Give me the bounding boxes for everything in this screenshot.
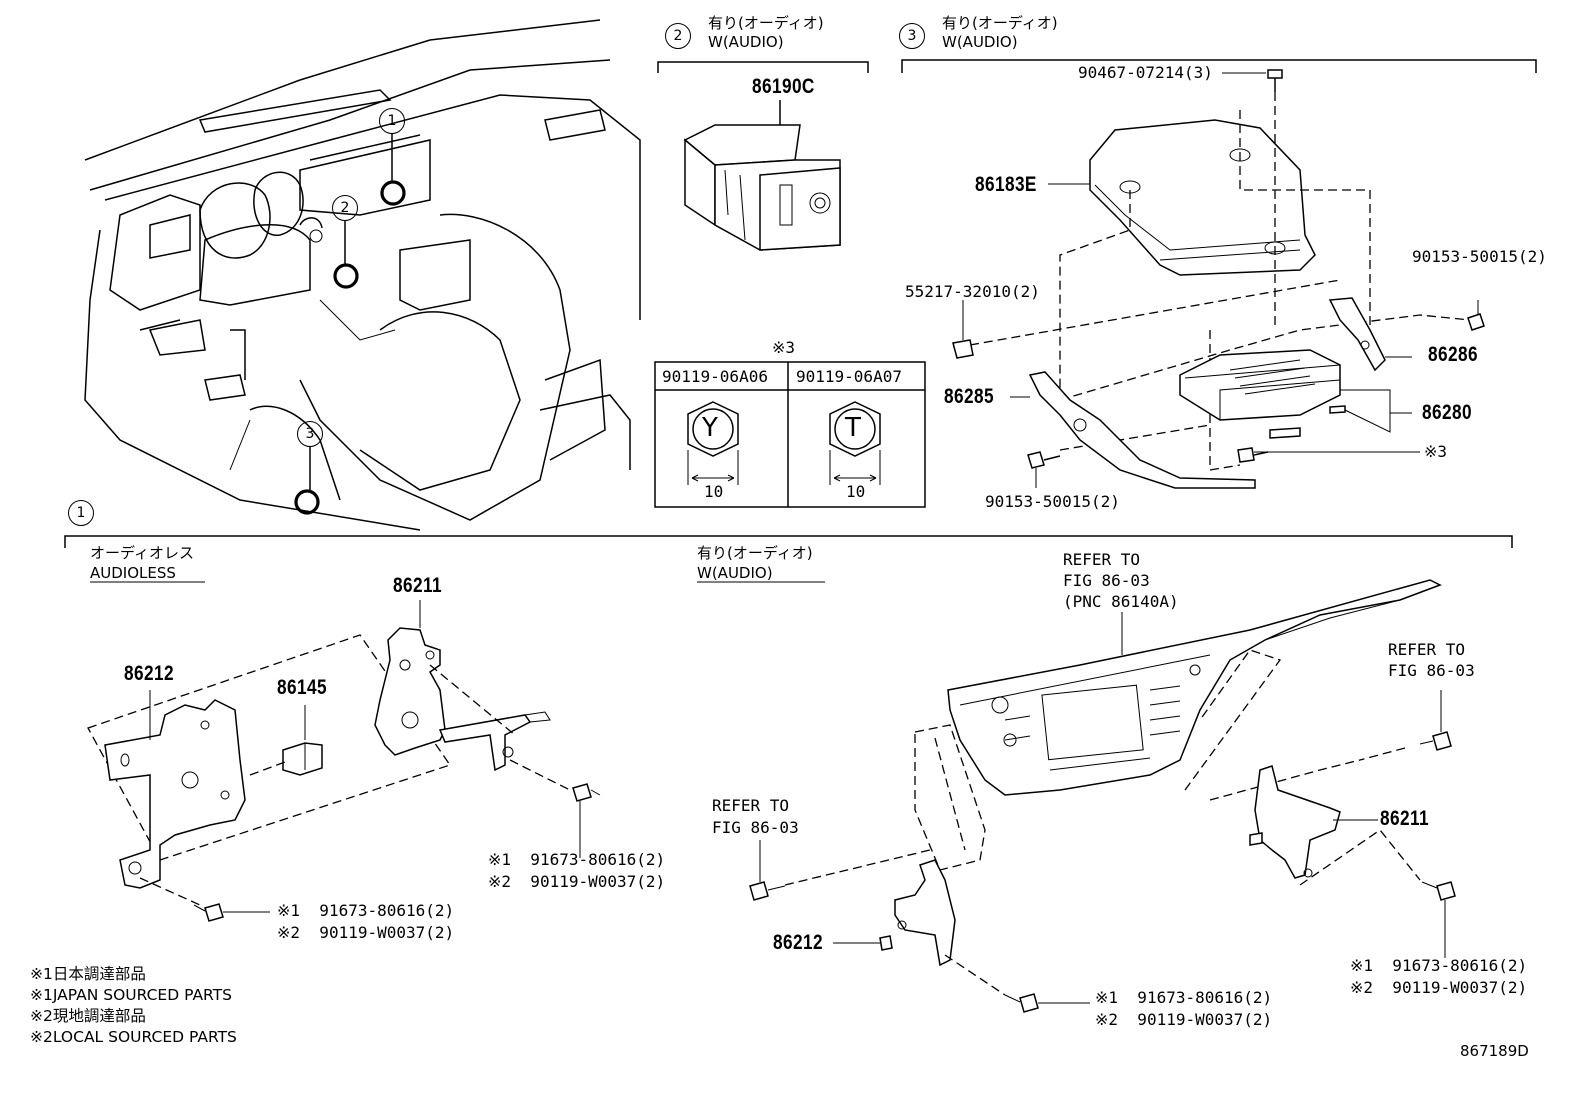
legend-line-1: ※1日本調達部品 — [30, 965, 146, 983]
table-note-label: ※3 — [772, 338, 796, 357]
part-86183E-label: 86183E — [975, 173, 1037, 196]
fastener-note-d1: ※1 91673-80616(2) — [1350, 956, 1528, 975]
audio-title-jp: 有り(オーディオ) — [697, 544, 813, 562]
refer-left-line1: REFER TO — [712, 796, 790, 815]
section-2-title-en: W(AUDIO) — [708, 33, 784, 51]
part-86285-label: 86285 — [944, 385, 994, 408]
fastener-note-d2: ※2 90119-W0037(2) — [1350, 978, 1528, 997]
audio-title-en: W(AUDIO) — [697, 564, 773, 582]
usb-switch-86190C-drawing — [683, 124, 841, 251]
fastener-table-drawing — [654, 361, 926, 508]
refer-left-line2: FIG 86-03 — [712, 818, 799, 837]
audioless-bracket-drawing — [87, 600, 601, 922]
part-90153-50015-right-label: 90153-50015(2) — [1412, 247, 1547, 266]
section-2-title-jp: 有り(オーディオ) — [708, 14, 824, 32]
amplifier-assembly-drawing — [952, 69, 1485, 489]
fastener-note-a1: ※1 91673-80616(2) — [488, 850, 666, 869]
legend-line-2: ※1JAPAN SOURCED PARTS — [30, 986, 232, 1004]
fastener-note-a2: ※2 90119-W0037(2) — [488, 872, 666, 891]
audioless-title-en: AUDIOLESS — [90, 564, 176, 582]
table-col2-code: 90119-06A07 — [796, 367, 902, 386]
fastener-note-b2: ※2 90119-W0037(2) — [277, 923, 455, 942]
table-col2-size: 10 — [846, 482, 866, 501]
fastener-note-c2: ※2 90119-W0037(2) — [1095, 1010, 1273, 1029]
refer-panel-line2: FIG 86-03 — [1063, 571, 1150, 590]
figure-id: 867189D — [1460, 1042, 1529, 1060]
part-86211-audioless-label: 86211 — [393, 574, 442, 597]
part-86286-label: 86286 — [1428, 343, 1478, 366]
part-86280-label: 86280 — [1422, 401, 1472, 424]
part-86211-audio-label: 86211 — [1380, 807, 1429, 830]
part-90467-07214-label: 90467-07214(3) — [1078, 63, 1213, 82]
part-90153-50015-left-label: 90153-50015(2) — [985, 492, 1120, 511]
legend-line-4: ※2LOCAL SOURCED PARTS — [30, 1028, 237, 1046]
front-panel-drawing — [749, 579, 1456, 1013]
callout-3: 3 — [297, 421, 323, 447]
refer-panel-line1: REFER TO — [1063, 550, 1141, 569]
callout-2: 2 — [332, 195, 358, 221]
legend-line-3: ※2現地調達部品 — [30, 1007, 146, 1025]
part-86190C-label: 86190C — [752, 75, 815, 98]
refer-right-line1: REFER TO — [1388, 640, 1466, 659]
table-col1-size: 10 — [704, 482, 724, 501]
section-1-number: 1 — [68, 500, 94, 526]
table-col1-mark: Y — [702, 413, 718, 443]
audioless-title-jp: オーディオレス — [90, 544, 194, 562]
refer-right-line2: FIG 86-03 — [1388, 661, 1475, 680]
part-86145-label: 86145 — [277, 676, 327, 699]
part-86212-audioless-label: 86212 — [124, 662, 174, 685]
section-2-number: 2 — [665, 23, 691, 49]
section-3-title-jp: 有り(オーディオ) — [942, 14, 1058, 32]
section-3-title-en: W(AUDIO) — [942, 33, 1018, 51]
table-col2-mark: T — [845, 413, 861, 443]
fastener-note-c1: ※1 91673-80616(2) — [1095, 988, 1273, 1007]
callout-1: 1 — [379, 108, 405, 134]
table-col1-code: 90119-06A06 — [662, 367, 768, 386]
section-3-number: 3 — [899, 23, 925, 49]
part-55217-32010-label: 55217-32010(2) — [905, 282, 1040, 301]
part-86212-audio-label: 86212 — [773, 931, 823, 954]
dashboard-overview-drawing — [84, 19, 641, 531]
refer-panel-line3: (PNC 86140A) — [1063, 592, 1179, 611]
fastener-note-b1: ※1 91673-80616(2) — [277, 901, 455, 920]
screw-note-3-label: ※3 — [1424, 442, 1448, 461]
